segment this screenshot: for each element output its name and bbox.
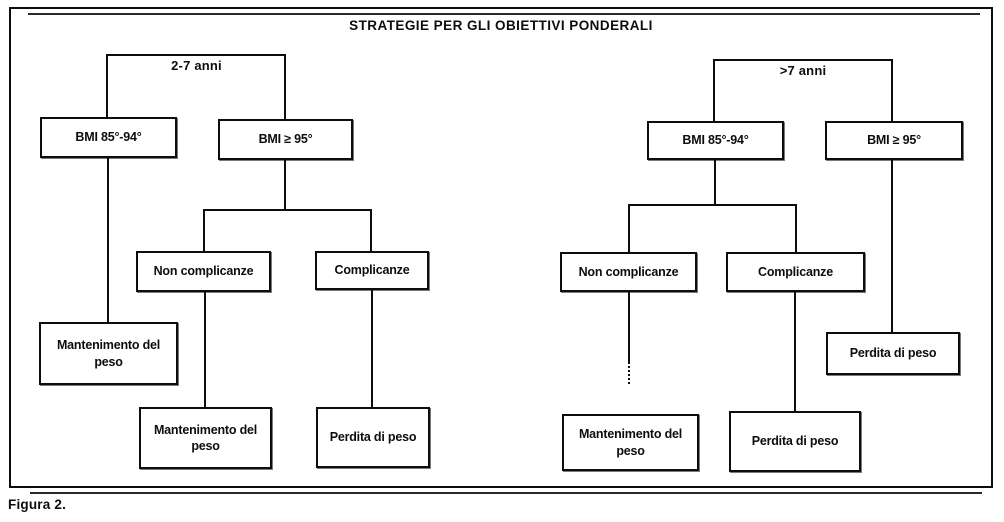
edge-bracket-to-compl-l (370, 209, 372, 252)
node-non-complicanze-r: Non complicanze (560, 252, 697, 292)
node-bmi-ge-95-l: BMI ≥ 95° (218, 119, 353, 160)
frame-bottom-double-rule (30, 492, 982, 494)
edge-noncompl-to-maintenance-l (204, 292, 206, 407)
node-bmi-ge-95-r: BMI ≥ 95° (825, 121, 963, 160)
node-label: BMI ≥ 95° (867, 133, 921, 148)
node-non-complicanze-l: Non complicanze (136, 251, 271, 292)
node-outcome-weightloss-bmi95-r: Perdita di peso (826, 332, 960, 375)
edge-bmi85-to-maintenance-l (107, 158, 109, 322)
node-label: BMI ≥ 95° (258, 132, 313, 147)
age-label-left: 2-7 anni (171, 58, 222, 73)
node-complicanze-l: Complicanze (315, 251, 429, 290)
frame-top-double-rule (28, 13, 980, 15)
node-label: Complicanze (758, 264, 833, 279)
node-label: BMI 85°-94° (682, 133, 749, 148)
edge-bmi95-to-weightloss-r (891, 160, 893, 332)
node-label: Perdita di peso (329, 430, 417, 445)
edge-complication-bracket-r (628, 204, 797, 206)
edge-age-bracket-r (713, 59, 893, 61)
edge-bracket-to-noncompl-r (628, 204, 630, 252)
figure-frame (9, 7, 993, 488)
node-bmi-85-94-l: BMI 85°-94° (40, 117, 177, 158)
node-outcome-weightloss-compl-l: Perdita di peso (316, 407, 430, 468)
node-bmi-85-94-r: BMI 85°-94° (647, 121, 784, 160)
node-label: Perdita di peso (751, 434, 839, 449)
figure-caption: Figura 2. (8, 497, 67, 512)
edge-bracket-to-bmi85-l (106, 54, 108, 118)
node-label: BMI 85°-94° (75, 130, 142, 145)
node-outcome-maintenance-noncompl-l: Mantenimento del peso (139, 407, 272, 469)
edge-bmi85-down-r (714, 160, 716, 206)
edge-noncompl-to-maintenance-r (628, 292, 630, 362)
edge-bracket-to-bmi95-l (284, 54, 286, 120)
edge-bracket-to-compl-r (795, 204, 797, 252)
node-label: Complicanze (334, 263, 410, 278)
edge-bracket-to-noncompl-l (203, 209, 205, 252)
node-outcome-maintenance-bmi85-l: Mantenimento del peso (39, 322, 178, 385)
edge-noncompl-faded-tail-r (628, 362, 630, 384)
node-label: Mantenimento del peso (153, 422, 258, 453)
edge-compl-to-weightloss-l (371, 290, 373, 407)
node-label: Perdita di peso (849, 346, 937, 361)
edge-complication-bracket-l (203, 209, 372, 211)
edge-age-bracket-l (106, 54, 286, 56)
node-outcome-weightloss-compl-r: Perdita di peso (729, 411, 861, 472)
node-label: Non complicanze (153, 264, 254, 279)
node-label: Mantenimento del peso (578, 427, 683, 458)
edge-bmi95-down-l (284, 160, 286, 211)
age-label-right: >7 anni (779, 63, 827, 78)
node-complicanze-r: Complicanze (726, 252, 865, 292)
edge-bracket-to-bmi85-r (713, 59, 715, 121)
edge-bracket-to-bmi95-r (891, 59, 893, 121)
edge-compl-to-weightloss-r (794, 292, 796, 411)
node-label: Non complicanze (578, 264, 679, 279)
node-outcome-maintenance-noncompl-r: Mantenimento del peso (562, 414, 699, 471)
node-label: Mantenimento del peso (56, 338, 161, 369)
figure-title: STRATEGIE PER GLI OBIETTIVI PONDERALI (349, 18, 653, 33)
